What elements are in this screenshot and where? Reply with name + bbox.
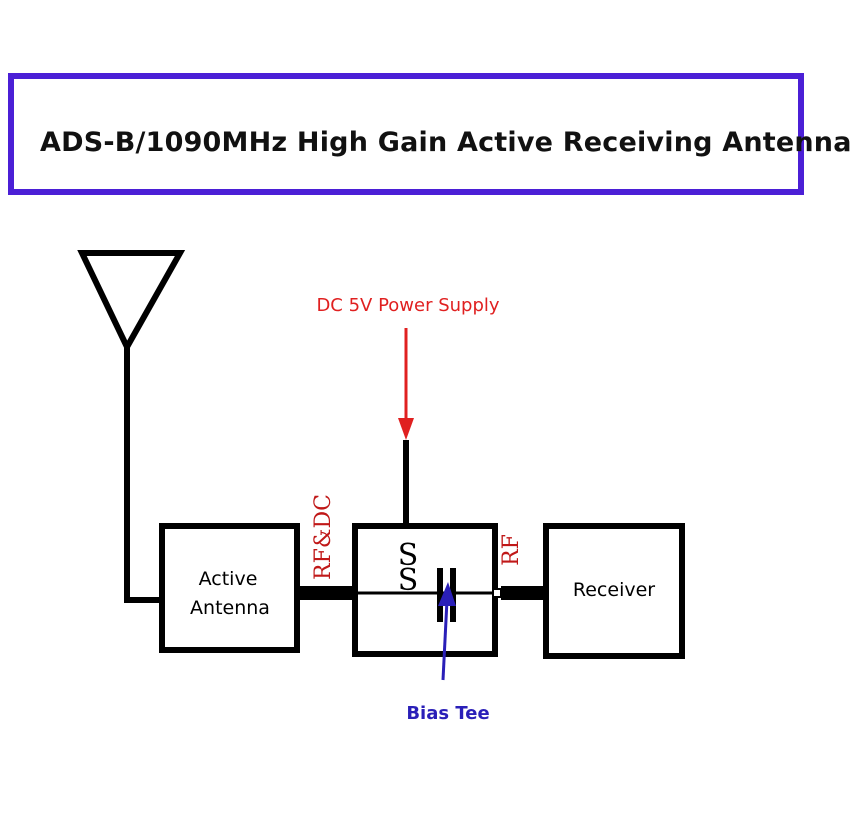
rf-label: RF <box>499 534 524 566</box>
receiver-label: Receiver <box>573 579 655 601</box>
block-diagram: Active Antenna RF&DC S S DC 5V Power Sup… <box>77 250 685 724</box>
bias-tee-arrow-icon <box>438 582 456 681</box>
rf-dc-label: RF&DC <box>311 494 336 580</box>
active-antenna-label-line1: Active <box>199 568 258 590</box>
diagram-canvas: ADS-B/1090MHz High Gain Active Receiving… <box>8 73 851 724</box>
title-banner: ADS-B/1090MHz High Gain Active Receiving… <box>8 73 851 195</box>
bias-tee-label: Bias Tee <box>406 703 489 724</box>
inductor-symbol-top: S <box>398 538 419 573</box>
antenna-symbol-icon <box>77 250 186 603</box>
active-antenna-label-line2: Antenna <box>190 597 270 619</box>
active-antenna-block: Active Antenna <box>159 523 300 653</box>
receiver-block: Receiver <box>543 523 685 659</box>
inductor-symbol-bottom: S <box>398 563 419 598</box>
coax-cable-rf-dc <box>297 586 355 600</box>
page-title: ADS-B/1090MHz High Gain Active Receiving… <box>40 127 852 158</box>
power-arrow-icon <box>398 328 414 440</box>
power-supply-label: DC 5V Power Supply <box>316 295 499 316</box>
capacitor-icon <box>437 568 443 622</box>
bias-tee-block: S S <box>352 523 498 657</box>
